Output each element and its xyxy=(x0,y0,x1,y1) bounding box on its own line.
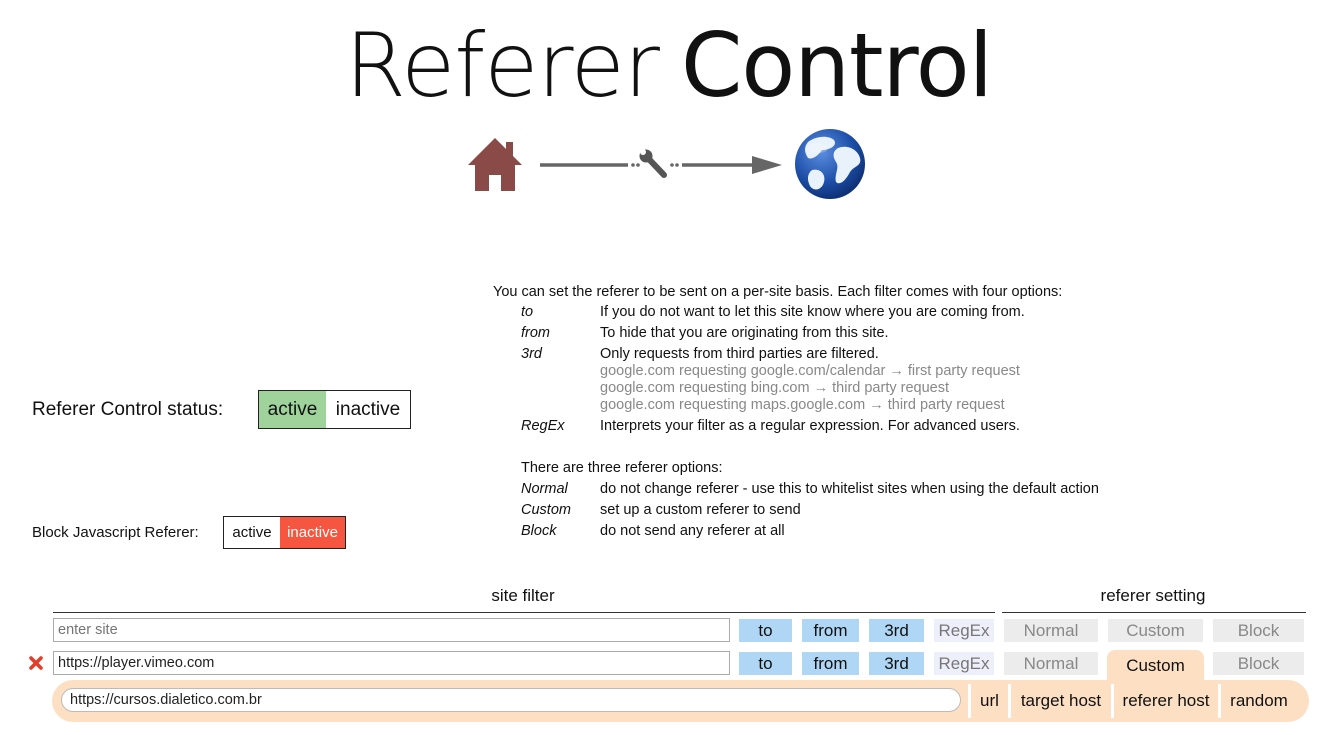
filter-3rd-button[interactable]: 3rd xyxy=(869,652,924,675)
referer-custom-button-selected[interactable]: Custom xyxy=(1107,650,1204,682)
referer-block-button[interactable]: Block xyxy=(1213,619,1304,642)
help-key-from: from xyxy=(521,325,550,341)
help-example: google.com requesting google.com/calenda… xyxy=(600,363,1020,379)
filter-regex-button[interactable]: RegEx xyxy=(934,619,994,642)
help-desc-custom: set up a custom referer to send xyxy=(600,502,801,518)
help-example: google.com requesting bing.com → third p… xyxy=(600,380,949,396)
help-intro: You can set the referer to be sent on a … xyxy=(493,284,1063,300)
status-inactive-option[interactable]: inactive xyxy=(326,391,410,428)
arrow-line xyxy=(670,156,782,174)
referer-setting-divider xyxy=(1002,612,1306,613)
referer-setting-header: referer setting xyxy=(1100,586,1206,605)
filter-to-button[interactable]: to xyxy=(739,652,792,675)
filter-from-button[interactable]: from xyxy=(802,619,859,642)
connector-line xyxy=(540,163,640,167)
wrench-icon xyxy=(639,149,667,178)
delete-icon[interactable] xyxy=(28,655,44,671)
home-icon xyxy=(468,138,522,191)
title-light: Referer xyxy=(344,14,660,117)
help-key-normal: Normal xyxy=(521,481,568,497)
custom-referer-input[interactable] xyxy=(61,688,961,712)
help-desc-from: To hide that you are originating from th… xyxy=(600,325,889,341)
filter-from-button[interactable]: from xyxy=(802,652,859,675)
filter-regex-button[interactable]: RegEx xyxy=(934,652,994,675)
js-active-option[interactable]: active xyxy=(224,517,280,548)
help-referer-intro: There are three referer options: xyxy=(521,460,723,476)
filter-to-button[interactable]: to xyxy=(739,619,792,642)
custom-target-host-option[interactable]: target host xyxy=(1020,691,1102,710)
help-desc-to: If you do not want to let this site know… xyxy=(600,304,1025,320)
new-site-input[interactable] xyxy=(53,618,730,642)
help-key-custom: Custom xyxy=(521,502,571,518)
referer-custom-button[interactable]: Custom xyxy=(1108,619,1203,642)
logo xyxy=(468,129,865,199)
help-desc-normal: do not change referer - use this to whit… xyxy=(600,481,1099,497)
help-desc-3rd: Only requests from third parties are fil… xyxy=(600,346,879,362)
js-referer-label: Block Javascript Referer: xyxy=(32,524,199,541)
js-inactive-option[interactable]: inactive xyxy=(280,517,345,548)
help-key-regex: RegEx xyxy=(521,418,565,434)
status-active-option[interactable]: active xyxy=(259,391,326,428)
referer-normal-button[interactable]: Normal xyxy=(1004,652,1098,675)
panel-divider xyxy=(968,684,971,718)
status-toggle: active inactive xyxy=(258,390,411,429)
filter-3rd-button[interactable]: 3rd xyxy=(869,619,924,642)
status-label: Referer Control status: xyxy=(32,399,224,420)
site-filter-header: site filter xyxy=(491,586,555,605)
help-key-to: to xyxy=(521,304,534,320)
js-referer-toggle: active inactive xyxy=(223,516,346,549)
custom-referer-host-option[interactable]: referer host xyxy=(1122,691,1210,710)
panel-divider xyxy=(1008,684,1011,718)
help-example: google.com requesting maps.google.com → … xyxy=(600,397,1005,413)
site-input[interactable] xyxy=(53,651,730,675)
help-desc-regex: Interprets your filter as a regular expr… xyxy=(600,418,1020,434)
custom-url-option[interactable]: url xyxy=(980,691,999,710)
help-desc-block: do not send any referer at all xyxy=(600,523,785,539)
help-key-3rd: 3rd xyxy=(521,346,542,362)
panel-divider xyxy=(1218,684,1221,718)
referer-block-button[interactable]: Block xyxy=(1213,652,1304,675)
custom-random-option[interactable]: random xyxy=(1230,691,1288,710)
site-filter-divider xyxy=(53,612,995,613)
referer-normal-button[interactable]: Normal xyxy=(1004,619,1098,642)
globe-icon xyxy=(795,129,865,199)
title-bold: Control xyxy=(680,14,993,117)
panel-divider xyxy=(1111,684,1114,718)
help-key-block: Block xyxy=(521,523,557,539)
